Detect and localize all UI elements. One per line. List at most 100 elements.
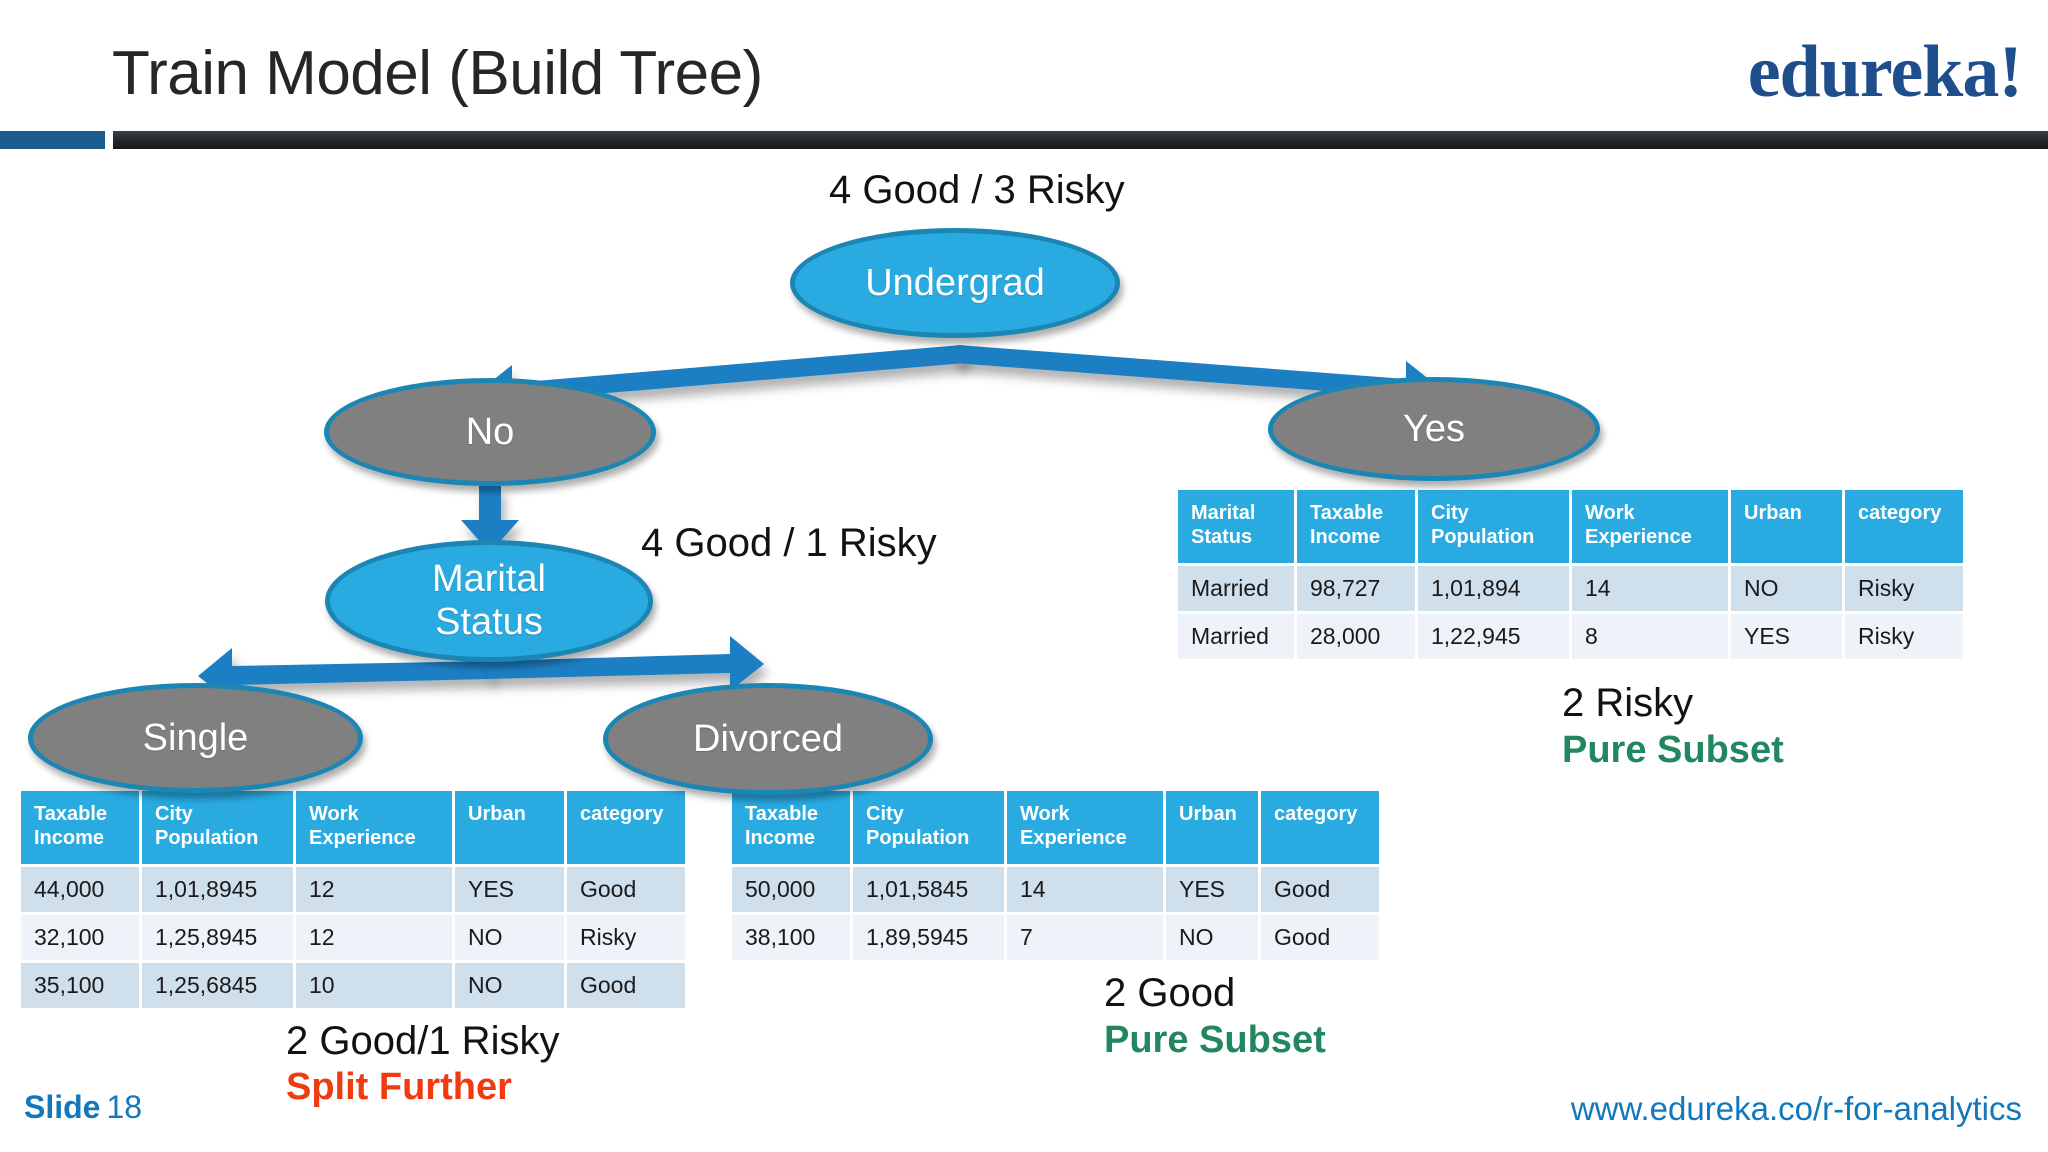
table-cell: Good <box>1261 915 1379 961</box>
annotation-yes-counts: 2 Risky <box>1562 681 1694 725</box>
column-header-line1: category <box>1274 803 1358 825</box>
table-cell: 1,25,8945 <box>142 915 293 961</box>
column-header-line1: category <box>1858 502 1942 524</box>
header-accent-bar <box>0 131 105 149</box>
table-cell: 32,100 <box>21 915 139 961</box>
column-header-line2: Experience <box>309 826 416 849</box>
table-cell: 1,89,5945 <box>853 915 1004 961</box>
table-cell: YES <box>455 867 564 913</box>
column-header-line2: Population <box>866 826 970 849</box>
column-header-line1: Work <box>1585 502 1635 524</box>
table-cell: NO <box>455 963 564 1009</box>
table-cell: Risky <box>1845 614 1963 660</box>
table-cell: Good <box>1261 867 1379 913</box>
tree-node-yes-label: Yes <box>1403 407 1465 450</box>
column-header: Urban <box>1166 791 1258 865</box>
table-cell: Married <box>1178 614 1294 660</box>
marital-label-line2: Status <box>435 601 543 643</box>
column-header: Urban <box>455 791 564 865</box>
table-cell: 1,25,6845 <box>142 963 293 1009</box>
column-header: category <box>567 791 685 865</box>
annotation-yes-tag: Pure Subset <box>1562 729 1784 771</box>
table-cell: 28,000 <box>1297 614 1415 660</box>
footer-url[interactable]: www.edureka.co/r-for-analytics <box>1570 1090 2022 1127</box>
table-cell: Good <box>567 963 685 1009</box>
slide-label: Slide <box>24 1089 101 1125</box>
table-cell: 44,000 <box>21 867 139 913</box>
column-header-line2: Status <box>1191 525 1253 548</box>
table-cell: NO <box>455 915 564 961</box>
tree-node-yes[interactable]: Yes <box>1268 377 1600 481</box>
annotation-root-counts: 4 Good / 3 Risky <box>829 168 1125 212</box>
column-header-line1: Urban <box>1179 803 1237 825</box>
column-header: Urban <box>1731 490 1842 564</box>
column-header-line1: City <box>155 803 193 825</box>
column-header-line2: Population <box>1431 525 1535 548</box>
annotation-single-tag: Split Further <box>286 1066 512 1108</box>
table-cell: 1,01,894 <box>1418 566 1569 612</box>
tree-node-single[interactable]: Single <box>28 683 363 793</box>
column-header-line1: Work <box>309 803 359 825</box>
column-header-line1: City <box>866 803 904 825</box>
header-divider-bar <box>113 131 2048 149</box>
tree-node-undergrad-label: Undergrad <box>865 261 1045 304</box>
column-header-line2: Income <box>1310 525 1381 548</box>
column-header-line2: Experience <box>1020 826 1127 849</box>
annotation-left-branch-counts: 4 Good / 1 Risky <box>641 521 937 565</box>
tree-node-undergrad[interactable]: Undergrad <box>790 228 1120 338</box>
table-cell: 38,100 <box>732 915 850 961</box>
tree-node-divorced-label: Divorced <box>693 717 843 760</box>
column-header-line1: category <box>580 803 664 825</box>
table-cell: Risky <box>567 915 685 961</box>
tree-node-divorced[interactable]: Divorced <box>603 683 933 795</box>
tree-node-marital-status-label: Marital Status <box>432 558 546 643</box>
column-header-line1: Taxable <box>34 803 107 825</box>
tree-node-no[interactable]: No <box>324 378 656 486</box>
table-cell: 35,100 <box>21 963 139 1009</box>
table-cell: NO <box>1166 915 1258 961</box>
table-cell: Risky <box>1845 566 1963 612</box>
annotation-divorced-tag: Pure Subset <box>1104 1019 1326 1061</box>
table-cell: 7 <box>1007 915 1163 961</box>
table-cell: 98,727 <box>1297 566 1415 612</box>
page-title: Train Model (Build Tree) <box>112 39 763 108</box>
column-header-line1: Taxable <box>1310 502 1383 524</box>
table-cell: Good <box>567 867 685 913</box>
slide-number: 18 <box>106 1089 143 1125</box>
edureka-logo: edureka! <box>1747 31 2023 113</box>
tree-node-marital-status[interactable]: Marital Status <box>325 540 653 662</box>
column-header-line1: Urban <box>468 803 526 825</box>
marital-label-line1: Marital <box>431 558 547 601</box>
table-cell: 50,000 <box>732 867 850 913</box>
column-header-line1: Taxable <box>745 803 818 825</box>
table-cell: 10 <box>296 963 452 1009</box>
annotation-divorced-counts: 2 Good <box>1104 971 1236 1015</box>
table-cell: 8 <box>1572 614 1728 660</box>
annotation-single-counts: 2 Good/1 Risky <box>286 1019 560 1063</box>
table-cell: YES <box>1731 614 1842 660</box>
column-header-line1: Work <box>1020 803 1070 825</box>
